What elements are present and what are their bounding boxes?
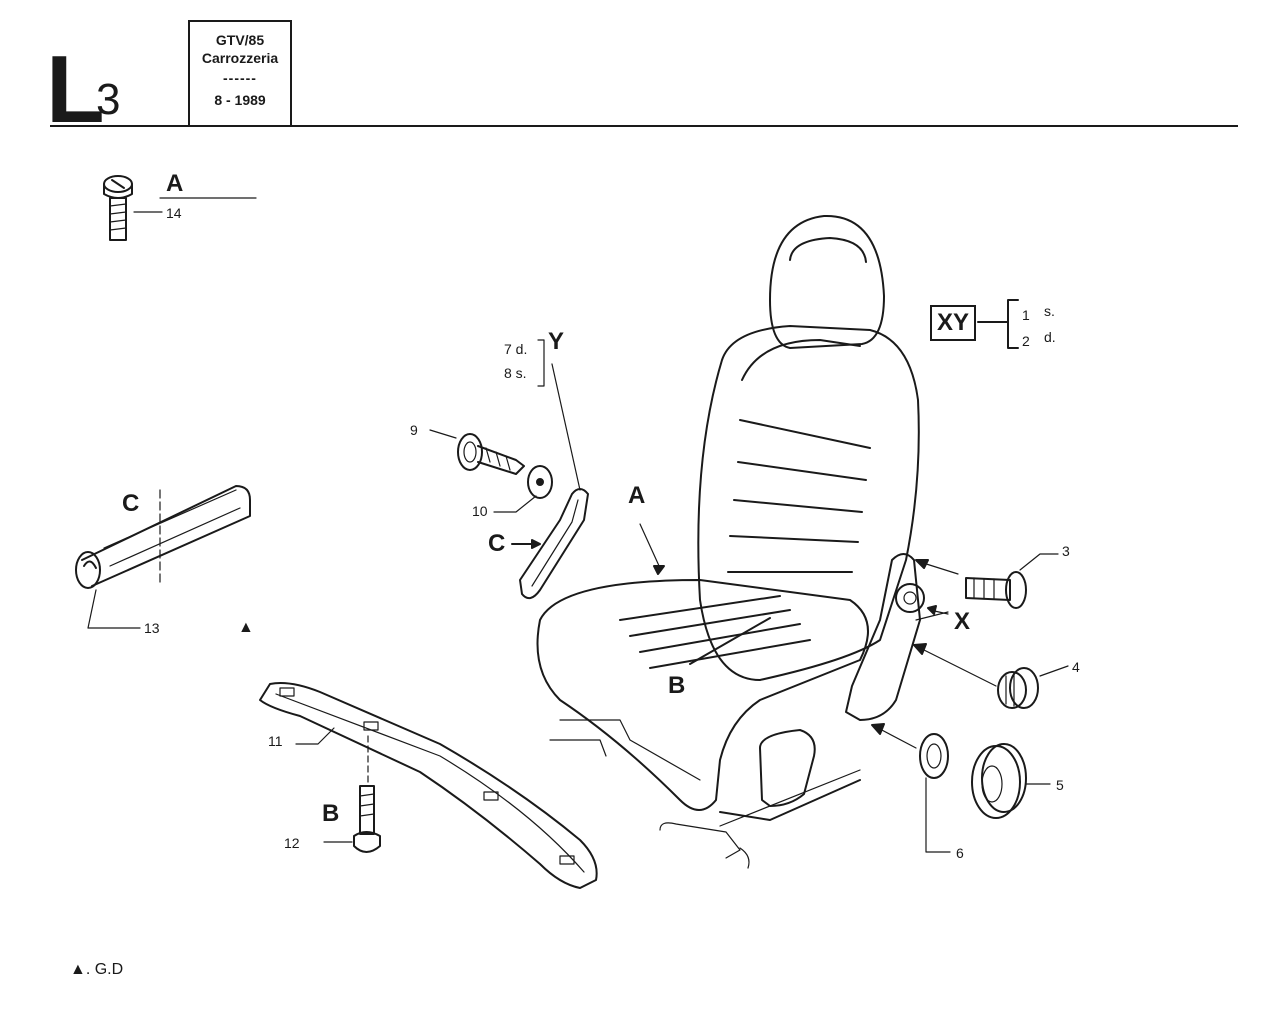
- bushing-4-drawing: [997, 665, 1069, 709]
- trim-13-drawing: [75, 485, 251, 629]
- sheet-letter: L: [46, 36, 105, 143]
- variant-y-line2: 8 s.: [504, 365, 527, 381]
- callout-9: 9: [410, 422, 418, 438]
- bolt-9-drawing: [429, 429, 525, 475]
- screw-14-drawing: [103, 175, 163, 241]
- callout-6: 6: [956, 845, 964, 861]
- letter-b-seat: B: [668, 672, 686, 699]
- group-label: Carrozzeria: [201, 50, 279, 66]
- callout-11: 11: [268, 733, 283, 749]
- washer-10-drawing: [493, 465, 553, 513]
- triangle-marker: ▲: [238, 619, 254, 636]
- letter-c-lever: C: [488, 530, 506, 557]
- letter-b-screw: B: [322, 800, 340, 827]
- lever-y-drawing: [511, 339, 589, 600]
- sheet-number: 3: [96, 75, 121, 124]
- xy-item2: 2: [1022, 333, 1030, 349]
- callout-13: 13: [144, 620, 160, 636]
- callout-3: 3: [1062, 543, 1070, 559]
- bolt-3-drawing: [965, 553, 1059, 609]
- rail-11-drawing: [259, 682, 598, 889]
- letter-x: X: [954, 608, 971, 635]
- footnote: ▲. G.D: [70, 961, 124, 978]
- letter-a-seat: A: [628, 482, 646, 509]
- callout-14: 14: [166, 205, 182, 221]
- model-label: GTV/85: [215, 32, 265, 48]
- xy-item1: 1: [1022, 307, 1030, 323]
- letter-y: Y: [548, 328, 565, 355]
- letter-c-trim: C: [122, 490, 140, 517]
- callout-12: 12: [284, 835, 300, 851]
- callout-4: 4: [1072, 659, 1080, 675]
- title-box: GTV/85 Carrozzeria ------ 8 - 1989: [188, 20, 292, 126]
- date-label: 8 - 1989: [214, 92, 266, 108]
- xy-box: XY: [930, 305, 976, 341]
- xy-bracket-drawing: [977, 299, 1019, 349]
- callout-5: 5: [1056, 777, 1064, 793]
- xy-item1-side: s.: [1044, 303, 1055, 319]
- letter-a-top: A: [166, 170, 184, 197]
- header-rule: [50, 125, 1238, 127]
- screw-12-drawing: [323, 785, 381, 853]
- title-separator: ------: [223, 70, 257, 86]
- variant-y-line1: 7 d.: [504, 341, 528, 357]
- cap-5-drawing: [971, 743, 1051, 819]
- xy-item2-side: d.: [1044, 329, 1056, 345]
- seat-drawing: [536, 214, 997, 869]
- callout-10: 10: [472, 503, 488, 519]
- washer-6-drawing: [919, 733, 951, 853]
